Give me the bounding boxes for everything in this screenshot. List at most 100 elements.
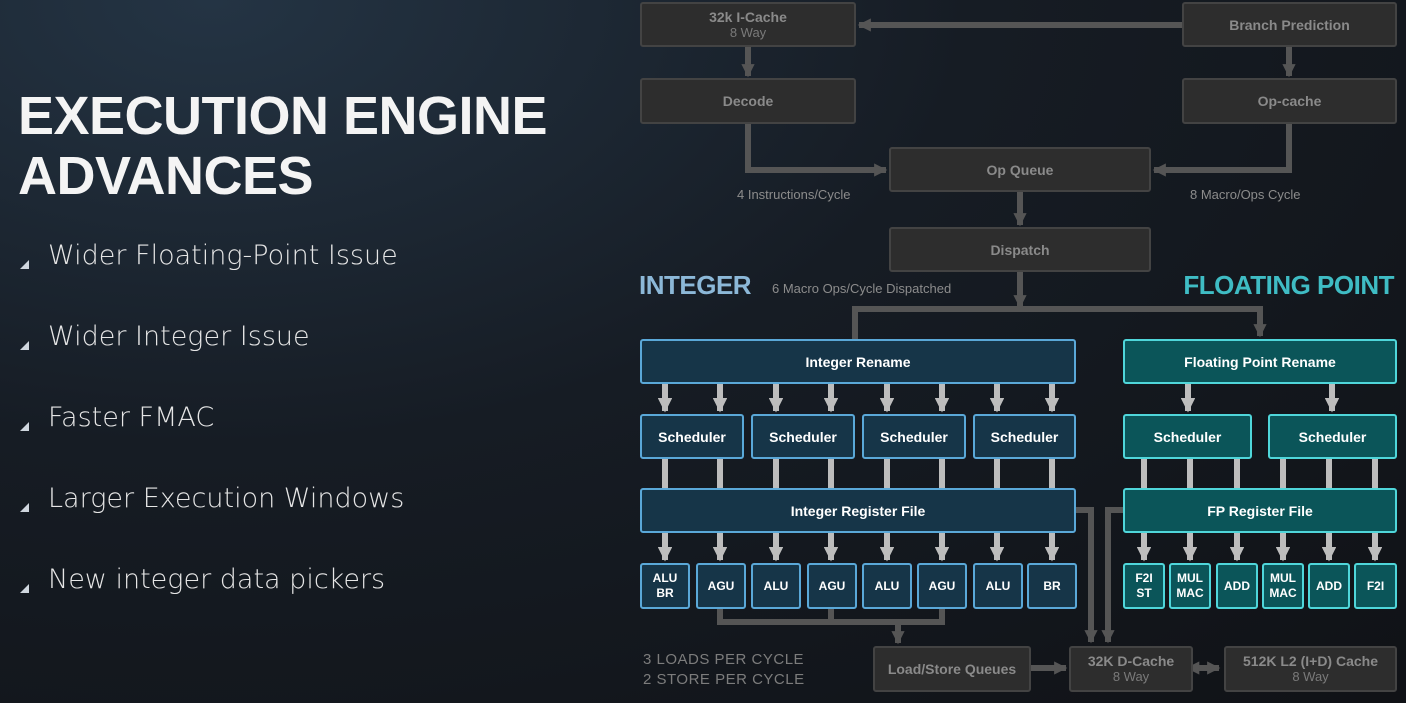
- integer-arrows: [657, 384, 1060, 562]
- triangle-bullet-icon: [20, 422, 29, 431]
- decode-box: Decode: [640, 78, 856, 124]
- fp-unit-f2i: F2I: [1354, 563, 1397, 609]
- integer-unit-agu: AGU: [696, 563, 746, 609]
- integer-unit-alu: ALU: [751, 563, 801, 609]
- fp-arrows: [1136, 384, 1383, 562]
- integer-unit-agu: AGU: [917, 563, 967, 609]
- loads-per-cycle-label: 3 LOADS PER CYCLE: [643, 651, 805, 668]
- unit-label: BR: [1043, 578, 1061, 593]
- unit-label: BR: [656, 586, 674, 600]
- scheduler-label: Scheduler: [990, 428, 1059, 445]
- bullet-text: Faster FMAC: [48, 402, 215, 433]
- dcache-label: 32K D-Cache: [1087, 653, 1175, 669]
- scheduler-label: Scheduler: [769, 428, 837, 445]
- dispatch-rate-label: 6 Macro Ops/Cycle Dispatched: [772, 281, 952, 296]
- fp-register-file-box: FP Register File: [1123, 488, 1397, 533]
- bullet-item: New integer data pickers: [20, 564, 404, 645]
- unit-label: F2I: [1135, 571, 1153, 585]
- unit-label: ADD: [1316, 578, 1342, 593]
- dispatch-box: Dispatch: [889, 227, 1151, 272]
- slide-title: EXECUTION ENGINE ADVANCES: [18, 86, 548, 206]
- scheduler-label: Scheduler: [1298, 428, 1367, 445]
- load-store-label: Load/Store Queues: [887, 661, 1017, 677]
- icache-box: 32k I-Cache 8 Way: [640, 2, 856, 47]
- op-cache-box: Op-cache: [1182, 78, 1397, 124]
- unit-label: AGU: [707, 578, 735, 593]
- bullet-text: Larger Execution Windows: [48, 483, 405, 514]
- scheduler-label: Scheduler: [1153, 428, 1222, 445]
- op-queue-box: Op Queue: [889, 147, 1151, 192]
- integer-rename-box: Integer Rename: [640, 339, 1076, 384]
- fp-unit-add: ADD: [1216, 563, 1258, 609]
- unit-label: MUL: [1177, 571, 1203, 585]
- l2-label: 512K L2 (I+D) Cache: [1243, 653, 1378, 669]
- unit-label: ALU: [652, 571, 678, 585]
- op-cache-label: Op-cache: [1257, 93, 1322, 109]
- fp-scheduler: Scheduler: [1123, 414, 1252, 459]
- unit-label: F2I: [1366, 578, 1385, 593]
- unit-label: MUL: [1270, 571, 1296, 585]
- scheduler-label: Scheduler: [880, 428, 948, 445]
- unit-label: AGU: [928, 578, 956, 593]
- bullet-item: Faster FMAC: [20, 402, 404, 483]
- integer-scheduler: Scheduler: [751, 414, 855, 459]
- stores-per-cycle-label: 2 STORE PER CYCLE: [643, 671, 805, 688]
- unit-label: ST: [1136, 586, 1152, 600]
- op-queue-label: Op Queue: [986, 161, 1054, 178]
- integer-scheduler: Scheduler: [973, 414, 1076, 459]
- icache-label: 32k I-Cache: [709, 8, 787, 25]
- fp-rename-box: Floating Point Rename: [1123, 339, 1397, 384]
- triangle-bullet-icon: [20, 260, 29, 269]
- fp-unit-add: ADD: [1308, 563, 1350, 609]
- bullet-item: Wider Floating-Point Issue: [20, 240, 404, 321]
- bullet-item: Wider Integer Issue: [20, 321, 404, 402]
- integer-register-file-box: Integer Register File: [640, 488, 1076, 533]
- integer-unit-br: BR: [1027, 563, 1077, 609]
- integer-register-file-label: Integer Register File: [790, 502, 926, 519]
- unit-label: AGU: [818, 578, 846, 593]
- dispatch-label: Dispatch: [990, 241, 1050, 258]
- triangle-bullet-icon: [20, 584, 29, 593]
- decode-rate-label: 4 Instructions/Cycle: [737, 187, 851, 202]
- unit-label: MAC: [1269, 586, 1297, 600]
- unit-label: ALU: [985, 578, 1011, 593]
- title-line-2: ADVANCES: [18, 146, 314, 206]
- icache-sub: 8 Way: [729, 24, 767, 40]
- front-end-arrows: [741, 18, 1296, 339]
- fp-heading: FLOATING POINT: [1183, 270, 1394, 300]
- bullet-text: New integer data pickers: [48, 564, 386, 595]
- bullet-text: Wider Floating-Point Issue: [48, 240, 398, 271]
- unit-label: ALU: [874, 578, 900, 593]
- bullet-text: Wider Integer Issue: [48, 321, 310, 352]
- integer-scheduler: Scheduler: [862, 414, 966, 459]
- integer-heading: INTEGER: [639, 270, 752, 300]
- unit-label: MAC: [1176, 586, 1204, 600]
- integer-unit-alu: ALU: [973, 563, 1023, 609]
- triangle-bullet-icon: [20, 341, 29, 350]
- fp-scheduler: Scheduler: [1268, 414, 1397, 459]
- triangle-bullet-icon: [20, 503, 29, 512]
- fp-register-file-label: FP Register File: [1207, 502, 1313, 519]
- branch-prediction-box: Branch Prediction: [1182, 2, 1397, 47]
- integer-scheduler: Scheduler: [640, 414, 744, 459]
- integer-unit-agu: AGU: [807, 563, 857, 609]
- integer-rename-label: Integer Rename: [805, 353, 911, 370]
- bullet-item: Larger Execution Windows: [20, 483, 404, 564]
- fp-rename-label: Floating Point Rename: [1184, 353, 1336, 370]
- unit-label: ALU: [763, 578, 789, 593]
- title-line-1: EXECUTION ENGINE: [18, 86, 548, 146]
- l2-sub: 8 Way: [1292, 669, 1329, 684]
- unit-label: ADD: [1224, 578, 1250, 593]
- integer-unit-alu: ALU: [862, 563, 912, 609]
- load-store-queues-box: Load/Store Queues: [873, 646, 1031, 692]
- dcache-box: 32K D-Cache 8 Way: [1069, 646, 1193, 692]
- bullet-list: Wider Floating-Point Issue Wider Integer…: [20, 240, 404, 645]
- memory-arrows: [717, 507, 1221, 675]
- opcache-rate-label: 8 Macro/Ops Cycle: [1190, 187, 1301, 202]
- l2-cache-box: 512K L2 (I+D) Cache 8 Way: [1224, 646, 1397, 692]
